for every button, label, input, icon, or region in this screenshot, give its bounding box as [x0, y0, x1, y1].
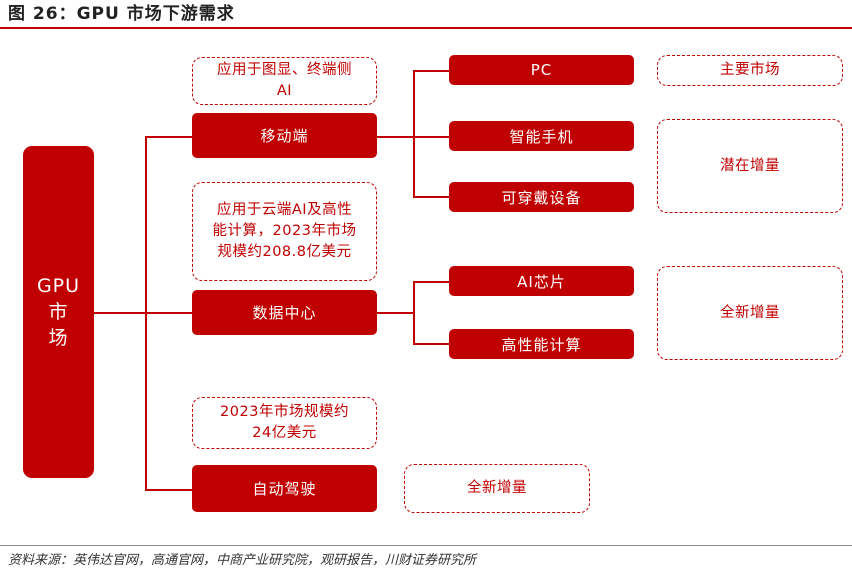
- connector-mobile-fork: [413, 70, 415, 197]
- root-label-line1: GPU: [36, 275, 81, 297]
- source-divider: [0, 545, 852, 546]
- mobile-node: 移动端: [192, 113, 377, 158]
- mobile-note: 应用于图显、终端侧AI: [192, 57, 377, 105]
- datacenter-note: 应用于云端AI及高性能计算，2023年市场规模约208.8亿美元: [192, 182, 377, 281]
- gpu-market-node: GPU 市 场: [23, 146, 94, 478]
- figure-title: 图 26：GPU 市场下游需求: [8, 4, 235, 24]
- hpc-node: 高性能计算: [449, 329, 634, 359]
- connector-autonomous: [145, 489, 193, 491]
- main-market-tag: 主要市场: [657, 55, 843, 86]
- root-label-line2: 市: [48, 301, 69, 323]
- connector-mobile: [145, 136, 193, 138]
- source-note: 资料来源：英伟达官网，高通官网，中商产业研究院，观研报告，川财证券研究所: [8, 553, 477, 568]
- ai-chip-node: AI芯片: [449, 266, 634, 296]
- connector-mobile-out: [376, 136, 414, 138]
- title-divider: [0, 27, 852, 29]
- connector-ai-chip: [413, 281, 450, 283]
- connector-datacenter: [145, 312, 193, 314]
- connector-pc: [413, 70, 450, 72]
- connector-root: [94, 312, 146, 314]
- connector-wearable: [413, 196, 450, 198]
- autonomous-note: 2023年市场规模约24亿美元: [192, 397, 377, 449]
- root-label-line3: 场: [48, 327, 69, 349]
- smartphone-node: 智能手机: [449, 121, 634, 151]
- pc-node: PC: [449, 55, 634, 85]
- connector-datacenter-out: [376, 312, 414, 314]
- connector-hpc: [413, 343, 450, 345]
- autonomous-new-increment-tag: 全新增量: [404, 464, 590, 513]
- connector-smartphone: [413, 136, 450, 138]
- connector-datacenter-fork: [413, 281, 415, 344]
- datacenter-node: 数据中心: [192, 290, 377, 335]
- wearable-node: 可穿戴设备: [449, 182, 634, 212]
- potential-increment-tag: 潜在增量: [657, 119, 843, 213]
- autonomous-driving-node: 自动驾驶: [192, 465, 377, 512]
- datacenter-new-increment-tag: 全新增量: [657, 266, 843, 360]
